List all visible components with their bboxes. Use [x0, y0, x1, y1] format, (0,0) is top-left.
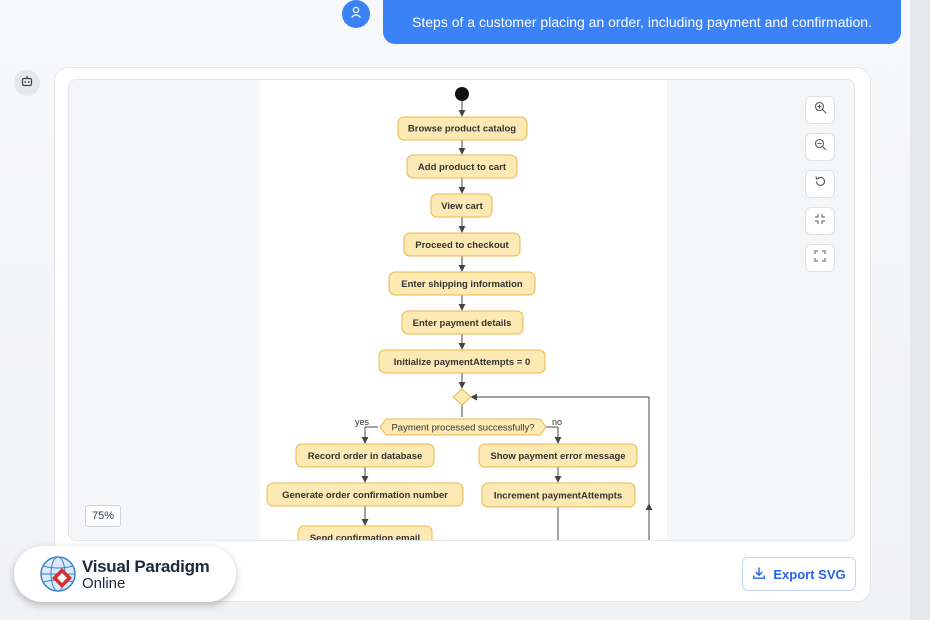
node-label: Enter shipping information [401, 279, 523, 290]
export-label: Export SVG [773, 566, 846, 582]
activity-diagram: Browse product catalog Add product to ca… [266, 87, 653, 541]
action-node: Add product to cart [406, 154, 518, 179]
zoom-in-icon [814, 101, 827, 119]
user-message-bubble: Steps of a customer placing an order, in… [383, 0, 901, 44]
action-node: Show payment error message [478, 443, 638, 468]
download-icon [752, 566, 766, 583]
node-label: Browse product catalog [408, 124, 516, 135]
action-node: Generate order confirmation number [266, 482, 464, 507]
diagram-canvas[interactable]: Browse product catalog Add product to ca… [260, 80, 667, 541]
diagram-viewer[interactable]: Browse product catalog Add product to ca… [68, 79, 855, 541]
brand-subtitle: Online [82, 575, 126, 592]
fit-view-button[interactable] [805, 207, 835, 235]
robot-icon [20, 74, 34, 93]
zoom-out-icon [814, 138, 827, 156]
fit-icon [814, 212, 826, 230]
node-label: Send confirmation email [310, 533, 420, 541]
brand-name: Visual Paradigm [82, 557, 210, 576]
fullscreen-button[interactable] [805, 244, 835, 272]
node-label: Show payment error message [490, 451, 625, 462]
scrollbar-track[interactable] [910, 0, 930, 620]
bot-avatar [14, 70, 40, 96]
visual-paradigm-logo[interactable]: Visual Paradigm Online [14, 546, 236, 602]
decision-label: Payment processed successfully? [391, 423, 534, 434]
export-svg-button[interactable]: Export SVG [742, 557, 856, 591]
node-label: Enter payment details [413, 318, 512, 329]
node-label: Add product to cart [418, 162, 507, 173]
node-label: Generate order confirmation number [282, 490, 448, 501]
no-label: no [552, 417, 562, 427]
merge-node [452, 388, 472, 406]
node-label: View cart [441, 201, 483, 212]
action-node: Enter payment details [401, 310, 524, 335]
zoom-in-button[interactable] [805, 96, 835, 124]
action-node: Enter shipping information [388, 271, 536, 296]
node-label: Initialize paymentAttempts = 0 [394, 357, 530, 368]
reset-view-button[interactable] [805, 170, 835, 198]
node-label: Proceed to checkout [415, 240, 509, 251]
action-node: View cart [430, 193, 493, 218]
user-avatar [342, 0, 370, 28]
action-node: Send confirmation email [297, 525, 433, 541]
user-icon [349, 5, 363, 24]
reset-icon [814, 175, 827, 193]
zoom-level-indicator: 75% [85, 505, 121, 527]
node-label: Record order in database [308, 451, 423, 462]
action-node: Initialize paymentAttempts = 0 [378, 349, 546, 374]
action-node: Increment paymentAttempts [481, 482, 636, 508]
globe-logo-icon [38, 554, 80, 599]
fullscreen-icon [814, 249, 826, 267]
action-node: Record order in database [295, 443, 435, 468]
node-label: Increment paymentAttempts [494, 491, 622, 502]
decision-node: Payment processed successfully? [379, 418, 547, 436]
action-node: Proceed to checkout [403, 232, 521, 257]
start-node [455, 87, 469, 101]
action-node: Browse product catalog [397, 116, 528, 141]
yes-label: yes [355, 417, 370, 427]
zoom-out-button[interactable] [805, 133, 835, 161]
